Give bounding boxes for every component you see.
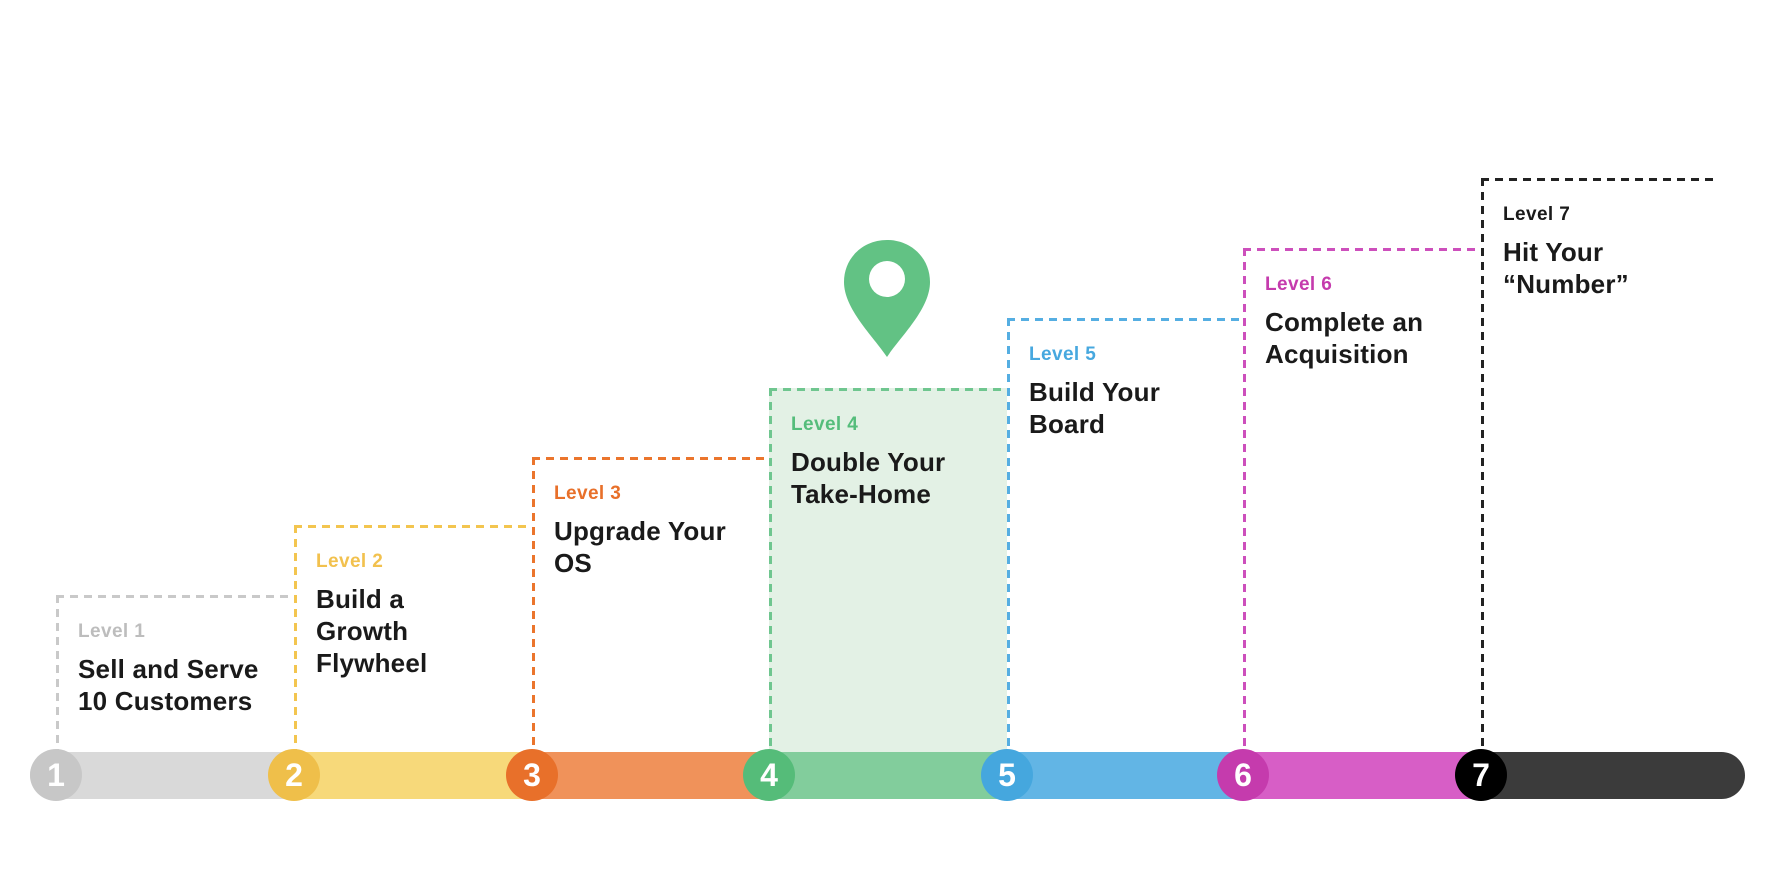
level-1-label: Level 1	[78, 621, 146, 642]
level-2-label: Level 2	[316, 551, 384, 572]
level-1-step: Level 1 Sell and Serve 10 Customers	[56, 595, 294, 752]
level-3-label: Level 3	[554, 483, 622, 504]
level-3-step: Level 3 Upgrade Your OS	[532, 457, 769, 752]
level-4-step-highlighted: Level 4 Double Your Take-Home	[769, 388, 1007, 752]
level-6-step: Level 6 Complete an Acquisition	[1243, 248, 1481, 752]
step-number-2: 2	[285, 756, 303, 793]
level-7-step: Level 7 Hit Your “Number”	[1481, 178, 1718, 752]
step-number-4: 4	[760, 756, 778, 793]
level-5-title: Build Your Board	[1029, 377, 1161, 439]
step-circle-5: 5	[981, 749, 1033, 801]
step-number-7: 7	[1472, 756, 1490, 793]
step-circle-3: 3	[506, 749, 558, 801]
level-5-step: Level 5 Build Your Board	[1007, 318, 1243, 752]
location-pin-icon	[844, 240, 930, 357]
step-number-6: 6	[1234, 756, 1252, 793]
step-circle-6: 6	[1217, 749, 1269, 801]
level-7-title: Hit Your “Number”	[1503, 237, 1629, 299]
level-2-title: Build a Growth Flywheel	[316, 584, 428, 678]
step-number-5: 5	[998, 756, 1016, 793]
bar-segment-7	[1481, 752, 1745, 799]
level-4-title: Double Your Take-Home	[791, 447, 946, 509]
step-circle-2: 2	[268, 749, 320, 801]
bar-segment-4	[769, 752, 1007, 799]
bar-segment-6	[1243, 752, 1481, 799]
bar-segment-2	[294, 752, 532, 799]
level-2-step: Level 2 Build a Growth Flywheel	[294, 525, 532, 752]
level-3-title: Upgrade Your OS	[554, 516, 726, 578]
level-4-label: Level 4	[791, 414, 859, 435]
level-6-label: Level 6	[1265, 274, 1333, 295]
step-number-1: 1	[47, 756, 65, 793]
step-number-3: 3	[523, 756, 541, 793]
step-circle-1: 1	[30, 749, 82, 801]
level-7-label: Level 7	[1503, 204, 1571, 225]
level-1-title: Sell and Serve 10 Customers	[78, 654, 259, 716]
level-6-title: Complete an Acquisition	[1265, 307, 1424, 369]
step-circle-4: 4	[743, 749, 795, 801]
bar-segment-5	[1007, 752, 1243, 799]
bar-segment-3	[532, 752, 769, 799]
progress-bar	[30, 752, 1745, 799]
level-5-label: Level 5	[1029, 344, 1097, 365]
step-circle-7: 7	[1455, 749, 1507, 801]
